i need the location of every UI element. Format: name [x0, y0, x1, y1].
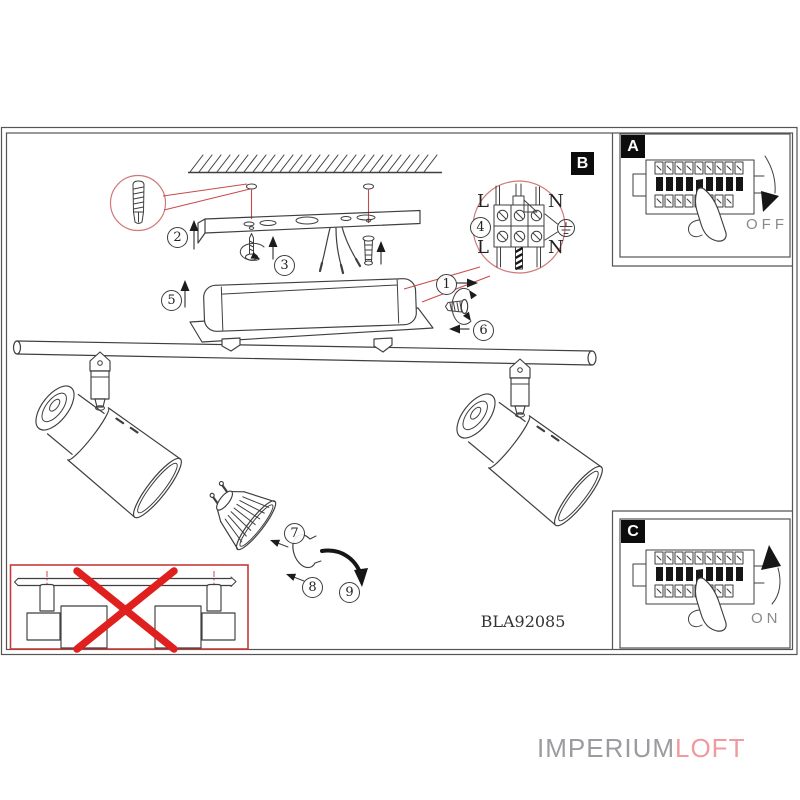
step-3-badge: 3: [274, 255, 295, 276]
terminal-n-top: N: [548, 191, 564, 212]
step-7-badge: 7: [284, 523, 305, 544]
step-1-badge: 1: [436, 274, 457, 295]
hand-icon: [687, 187, 727, 242]
off-text: OFF: [746, 216, 788, 233]
brand-logo-imperium: IMPERIUM: [537, 733, 675, 763]
panel-c-box: [619, 518, 791, 649]
ground-icon: [544, 213, 575, 241]
direction-arrows: [180, 220, 386, 308]
model-number: BLA92085: [480, 612, 566, 631]
step-2-badge: 2: [167, 227, 188, 248]
wall-anchor: [362, 235, 375, 266]
hand-icon: [687, 577, 727, 632]
brand-logo: IMPERIUMLOFT: [537, 733, 745, 764]
earth-wire: [514, 246, 524, 271]
mounting-bracket: [197, 209, 421, 244]
step-4-badge: 4: [470, 217, 491, 238]
canopy-screw: [445, 278, 478, 334]
red-cross: [73, 567, 178, 653]
step-8-badge: 8: [302, 577, 323, 598]
detail-b-label: B: [571, 152, 594, 175]
rotation-arrow: [451, 287, 472, 325]
gu10-bulb: [192, 466, 282, 555]
canopy-peg: [221, 337, 241, 352]
canopy-peg: [373, 337, 393, 353]
step-5-badge: 5: [161, 290, 182, 311]
brand-logo-loft: LOFT: [675, 733, 746, 763]
breaker-off-diagram: [632, 155, 779, 242]
terminal-n-bottom: N: [548, 237, 564, 258]
panel-a-label: A: [621, 135, 645, 158]
insert-arrows: [268, 536, 305, 582]
fixture-rail: [12, 340, 597, 366]
on-arrow: [761, 545, 781, 570]
step-6-badge: 6: [473, 320, 494, 341]
wiring-detail: [403, 180, 575, 303]
rotate-bulb-arrow: [320, 548, 368, 587]
breaker-on-diagram: [632, 545, 781, 632]
on-text: ON: [751, 610, 782, 627]
page-border: [0, 126, 798, 656]
terminal-l-bottom: L: [477, 237, 489, 258]
swivel-post-right: [509, 358, 531, 418]
ceiling-hatch: [188, 154, 442, 174]
fixing-screw: [239, 233, 265, 263]
swivel-post-left: [89, 351, 111, 411]
supply-wires: [318, 226, 362, 275]
step-9-badge: 9: [339, 582, 360, 603]
wrong-mounting: [9, 564, 249, 653]
fixing-pins: [246, 183, 374, 223]
canopy: [189, 278, 434, 353]
panel-c-label: C: [621, 520, 645, 543]
rotation-arrow: [239, 242, 265, 261]
wall-plug-detail: [109, 174, 251, 232]
panel-a-box: [619, 133, 791, 258]
terminal-l-top: L: [477, 191, 489, 212]
off-arrow: [761, 191, 779, 212]
